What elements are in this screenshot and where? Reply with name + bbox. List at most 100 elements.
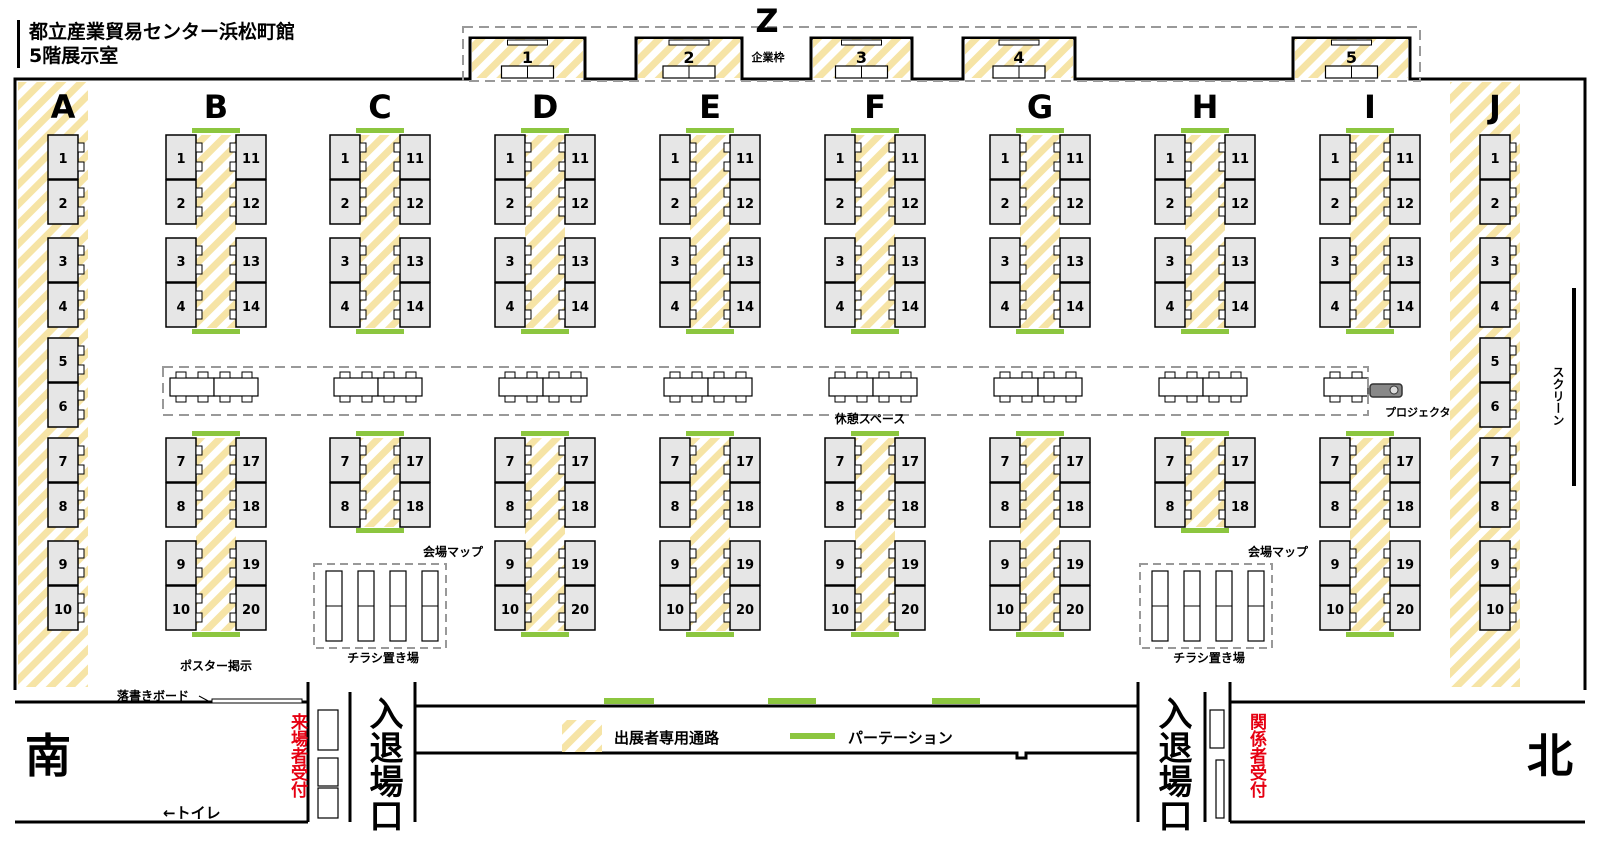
chair <box>1053 206 1061 217</box>
booth-E-14-number: 14 <box>736 300 754 315</box>
booth-F-13 <box>894 237 926 283</box>
booth-G-9-number: 9 <box>1000 558 1009 573</box>
flyer-area-1-outline <box>313 563 447 649</box>
booth-F-8 <box>824 482 856 528</box>
chair <box>689 142 697 153</box>
chair <box>558 612 566 623</box>
chair <box>524 290 532 301</box>
chair <box>1509 309 1517 320</box>
chair <box>1218 490 1226 501</box>
booth-D-18-number: 18 <box>571 500 589 515</box>
chair <box>195 206 203 217</box>
rest-table <box>377 377 423 397</box>
chair <box>558 142 566 153</box>
booth-B-1-number: 1 <box>176 152 185 167</box>
chair <box>195 490 203 501</box>
booth-A-7-number: 7 <box>58 455 67 470</box>
rest-chair <box>1186 395 1198 403</box>
booth-H-3 <box>1154 237 1186 283</box>
projector-icon <box>1369 383 1403 398</box>
booth-E-20-number: 20 <box>736 603 754 618</box>
chair <box>689 593 697 604</box>
booth-D-14 <box>564 282 596 328</box>
rest-chair <box>219 371 231 379</box>
graffiti-board-pointer <box>198 695 213 704</box>
venue-title: 都立産業貿易センター浜松町館 5階展示室 <box>17 20 295 68</box>
booth-E-3-number: 3 <box>670 255 679 270</box>
booth-I-7 <box>1319 437 1351 483</box>
rest-chair <box>999 371 1011 379</box>
booth-I-9 <box>1319 540 1351 586</box>
screen-label: スクリーン <box>1551 366 1565 426</box>
booth-H-2 <box>1154 179 1186 225</box>
reception-desk-north-1 <box>1209 709 1225 749</box>
booth-I-3 <box>1319 237 1351 283</box>
rest-space-label: 休憩スペース <box>834 411 906 426</box>
chair <box>1509 264 1517 275</box>
chair <box>77 390 85 401</box>
chair <box>1184 290 1192 301</box>
aisle-stripe-B-upper <box>196 135 236 328</box>
booth-E-19 <box>729 540 761 586</box>
chair <box>229 264 237 275</box>
booth-H-7 <box>1154 437 1186 483</box>
booth-F-7-number: 7 <box>835 455 844 470</box>
chair <box>195 161 203 172</box>
partition-C-top <box>356 128 404 133</box>
booth-I-8-number: 8 <box>1330 500 1339 515</box>
rest-chair <box>691 395 703 403</box>
chair <box>1184 245 1192 256</box>
booth-F-19-number: 19 <box>901 558 919 573</box>
booth-G-14 <box>1059 282 1091 328</box>
chair <box>854 464 862 475</box>
corridor-partition-2 <box>768 698 816 704</box>
company-space-shelf-1 <box>507 39 548 46</box>
booth-J-10-number: 10 <box>1486 603 1504 618</box>
rest-chair <box>1065 395 1077 403</box>
aisle-stripe-G-upper <box>1020 135 1060 328</box>
chair <box>1349 206 1357 217</box>
booth-G-11-number: 11 <box>1066 152 1084 167</box>
booth-G-2 <box>989 179 1021 225</box>
chair <box>1349 593 1357 604</box>
booth-G-19-number: 19 <box>1066 558 1084 573</box>
chair <box>229 593 237 604</box>
chair <box>723 593 731 604</box>
aisle-stripe-H-lower <box>1185 438 1225 527</box>
chair <box>1349 245 1357 256</box>
booth-G-13 <box>1059 237 1091 283</box>
booth-C-11-number: 11 <box>406 152 424 167</box>
chair <box>1509 567 1517 578</box>
rest-chair <box>1230 371 1242 379</box>
chair <box>854 567 862 578</box>
rest-chair <box>1208 371 1220 379</box>
chair <box>558 187 566 198</box>
booth-G-4-number: 4 <box>1000 300 1009 315</box>
company-space-number-5: 5 <box>1346 48 1357 67</box>
chair <box>1509 345 1517 356</box>
aisle-stripe-B-lower <box>196 438 236 631</box>
booth-E-3 <box>659 237 691 283</box>
corridor-partition-3 <box>932 698 980 704</box>
company-space-number-4: 4 <box>1013 48 1024 67</box>
booth-D-8-number: 8 <box>505 500 514 515</box>
chair <box>393 245 401 256</box>
booth-C-18-number: 18 <box>406 500 424 515</box>
booth-F-14 <box>894 282 926 328</box>
booth-D-20-number: 20 <box>571 603 589 618</box>
chair <box>1383 509 1391 520</box>
booth-G-4 <box>989 282 1021 328</box>
booth-F-10 <box>824 585 856 631</box>
rest-chair <box>1329 371 1341 379</box>
chair <box>77 187 85 198</box>
booth-I-18-number: 18 <box>1396 500 1414 515</box>
booth-F-8-number: 8 <box>835 500 844 515</box>
booth-B-14-number: 14 <box>242 300 260 315</box>
chair <box>1053 567 1061 578</box>
chair <box>524 161 532 172</box>
partition-H-top <box>1181 128 1229 133</box>
chair <box>524 245 532 256</box>
booth-G-20 <box>1059 585 1091 631</box>
chair <box>1053 264 1061 275</box>
chair <box>77 490 85 501</box>
